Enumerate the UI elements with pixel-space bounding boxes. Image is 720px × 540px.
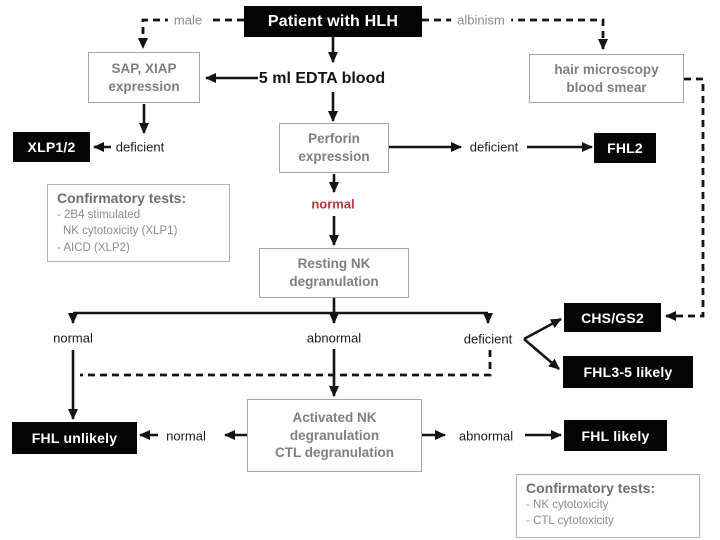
edge-label-activated-abnormal: abnormal bbox=[458, 428, 514, 444]
confirm-left-item1: - 2B4 stimulated bbox=[57, 209, 141, 221]
node-perforin-line2: expression bbox=[298, 149, 370, 164]
node-xlp1-2: XLP1/2 bbox=[13, 132, 90, 162]
confirm-left-heading: Confirmatory tests: bbox=[57, 190, 187, 206]
box-confirmatory-tests-xlp: Confirmatory tests: - 2B4 stimulated NK … bbox=[47, 184, 230, 262]
node-perforin-expression: Perforin expression bbox=[279, 123, 389, 173]
node-sap-xiap-expression: SAP, XIAP expression bbox=[88, 52, 200, 103]
node-activated-nk-ctl-degranulation: Activated NK degranulation CTL degranula… bbox=[247, 399, 422, 472]
node-hair-line1: hair microscopy bbox=[554, 61, 659, 77]
node-fhl-unlikely: FHL unlikely bbox=[12, 422, 137, 454]
label-edta-blood: 5 ml EDTA blood bbox=[258, 70, 386, 87]
node-resting-line1: Resting NK bbox=[297, 256, 371, 272]
node-activated-line1: Activated NK bbox=[292, 409, 377, 425]
node-hair-microscopy: hair microscopy blood smear bbox=[529, 54, 684, 103]
dashed-hair-to-chs bbox=[665, 77, 705, 321]
node-chs-gs2: CHS/GS2 bbox=[564, 303, 661, 332]
node-fhl-likely: FHL likely bbox=[564, 420, 667, 451]
confirm-right-heading: Confirmatory tests: bbox=[526, 480, 656, 496]
node-activated-line3: CTL degranulation bbox=[274, 445, 394, 461]
edge-label-perforin-deficient: deficient bbox=[469, 139, 519, 155]
edge-label-resting-normal: normal bbox=[53, 330, 93, 346]
arrow-deficient-to-chs bbox=[523, 317, 562, 341]
node-resting-nk-degranulation: Resting NK degranulation bbox=[259, 248, 409, 298]
node-sap-line2: expression bbox=[108, 78, 180, 94]
confirm-right-item1: - NK cytotoxicity bbox=[526, 499, 609, 511]
dashed-deficient-to-left-branch bbox=[80, 350, 492, 377]
node-hair-line2: blood smear bbox=[566, 79, 647, 95]
dashed-albinism-to-hair bbox=[422, 18, 608, 50]
arrow-deficient-to-fhl35 bbox=[523, 338, 560, 370]
confirm-right-item2: - CTL cytotoxicity bbox=[526, 515, 614, 528]
edge-label-perforin-normal: normal bbox=[311, 196, 355, 212]
node-activated-line2: degranulation bbox=[289, 427, 380, 443]
edge-label-male: male bbox=[167, 12, 209, 28]
confirm-left-item2: NK cytotoxicity (XLP1) bbox=[63, 225, 178, 238]
node-fhl2: FHL2 bbox=[594, 133, 656, 163]
edge-label-albinism: albinism bbox=[451, 12, 511, 28]
box-confirmatory-tests-fhl: Confirmatory tests: - NK cytotoxicity - … bbox=[516, 474, 700, 538]
node-patient-with-hlh: Patient with HLH bbox=[244, 6, 422, 37]
edge-label-activated-normal: normal bbox=[166, 428, 206, 444]
node-resting-line2: degranulation bbox=[289, 274, 379, 289]
dashed-male-to-sap bbox=[138, 18, 244, 49]
node-sap-line1: SAP, XIAP bbox=[111, 60, 177, 76]
node-perforin-line1: Perforin bbox=[308, 131, 360, 147]
edge-label-resting-abnormal: abnormal bbox=[306, 330, 362, 346]
node-fhl3-5-likely: FHL3-5 likely bbox=[563, 356, 693, 388]
edge-label-resting-deficient: deficient bbox=[463, 331, 513, 347]
edge-label-sap-deficient: deficient bbox=[115, 139, 165, 155]
confirm-left-item3: - AICD (XLP2) bbox=[57, 241, 130, 254]
